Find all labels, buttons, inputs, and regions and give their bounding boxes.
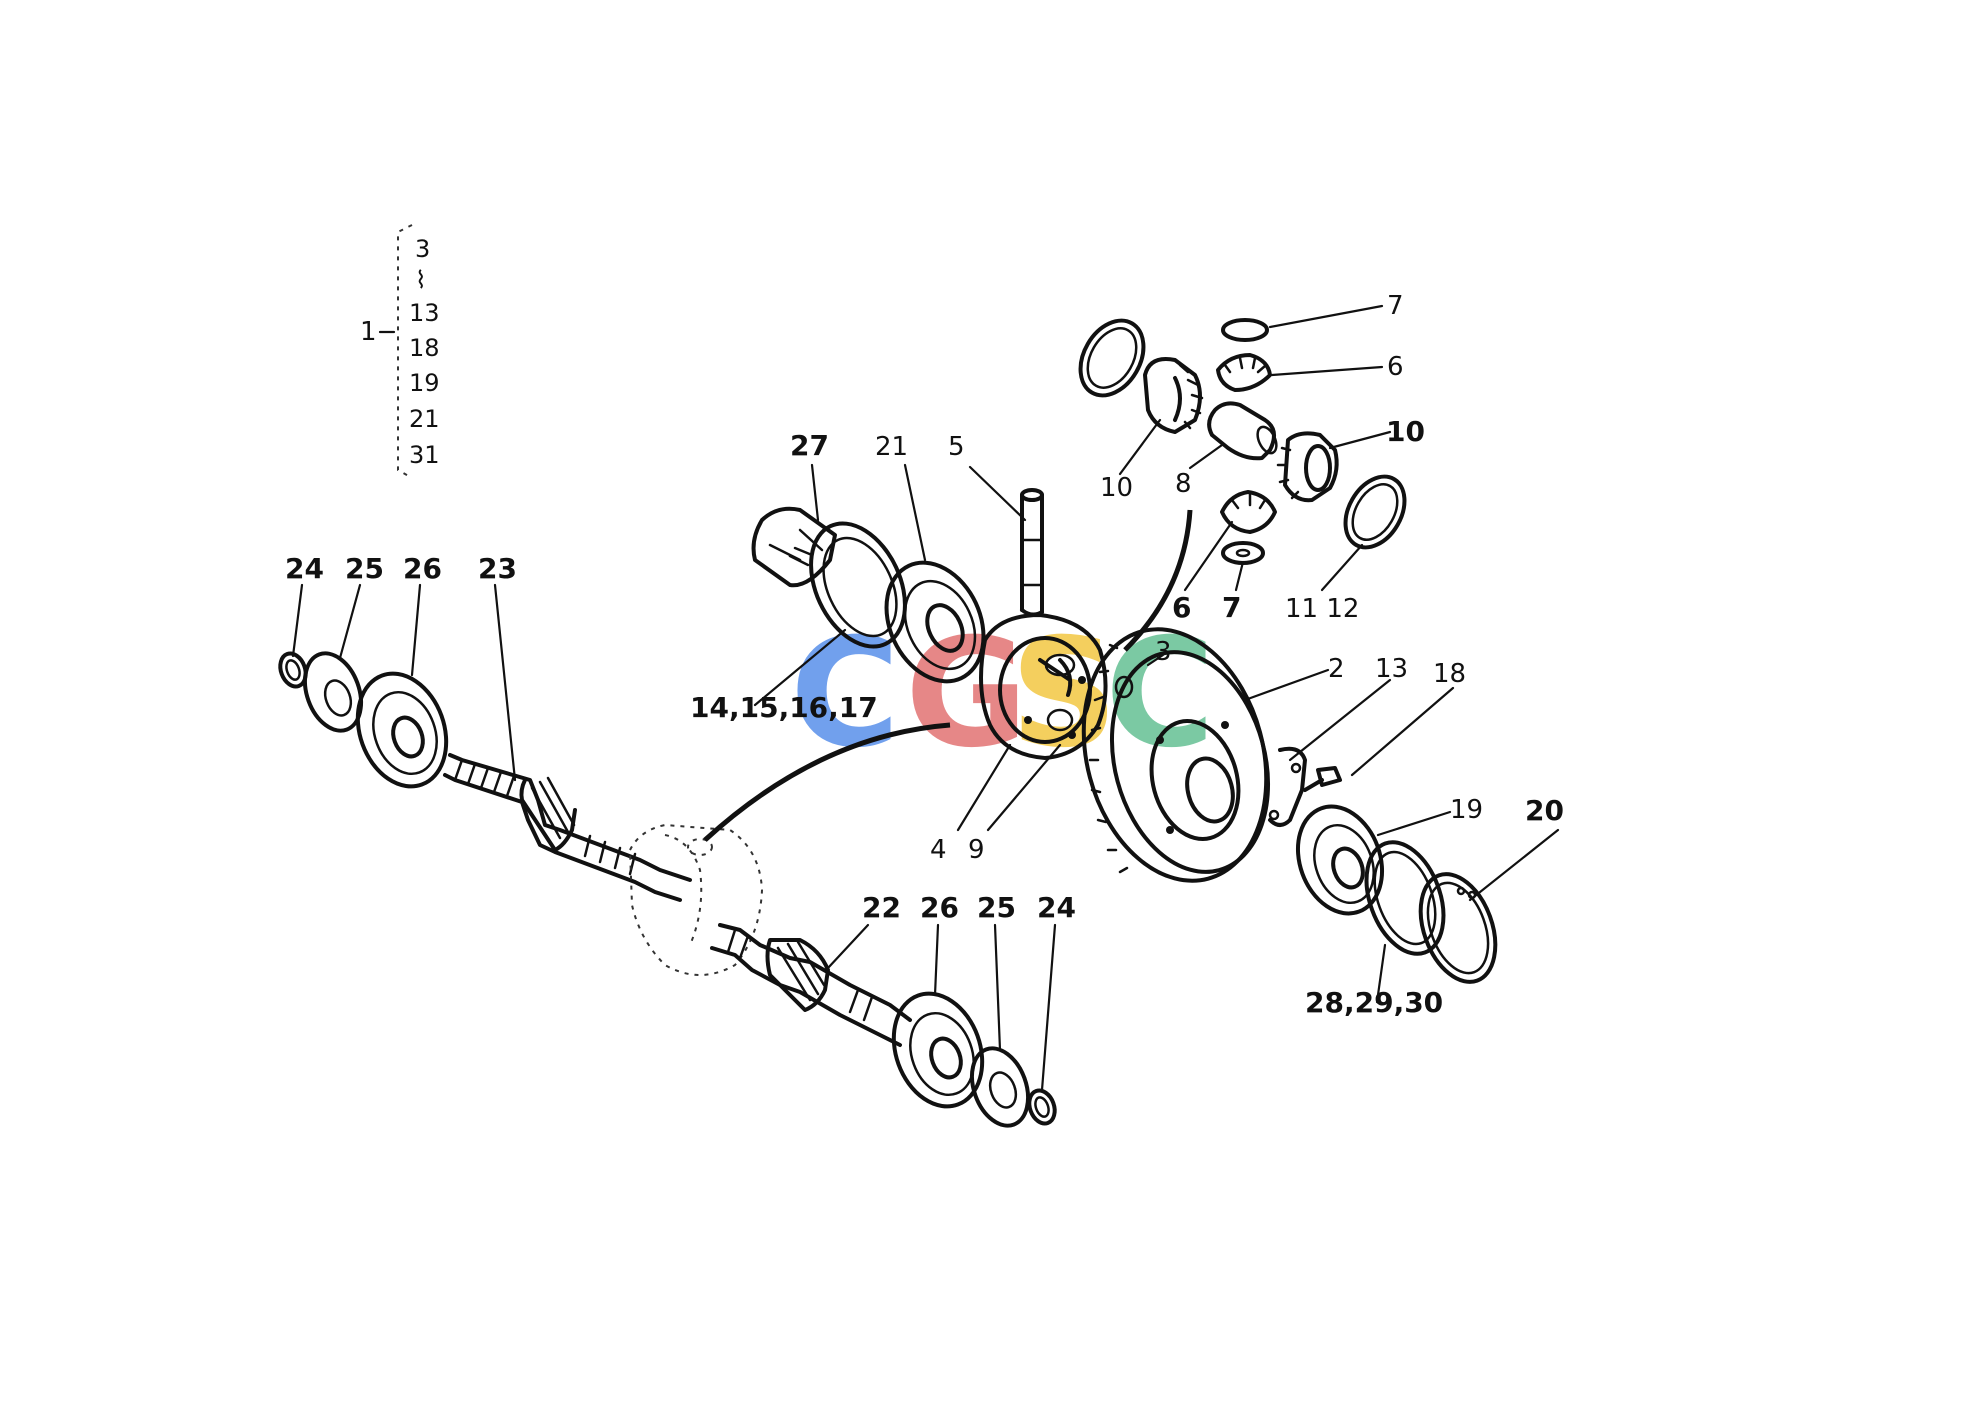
callout-23: 23 xyxy=(478,552,517,585)
callout-labels: 7 6 10 10 8 6 7 11 12 27 21 5 14,15,16,1… xyxy=(285,291,1564,1019)
assembly-component-5: 19 xyxy=(409,369,440,397)
callout-27: 27 xyxy=(790,429,829,462)
assembly-group-legend: 1 3 ⌇ 13 18 19 21 31 xyxy=(360,224,440,479)
assembly-component-2: ⌇ xyxy=(415,266,427,294)
right-carrier-bearing-group xyxy=(1295,804,1498,984)
callout-26-right: 26 xyxy=(920,891,959,924)
side-gear-cluster xyxy=(1078,318,1407,565)
assembly-component-1: 3 xyxy=(415,235,430,263)
assembly-arrow-lower xyxy=(703,722,951,842)
retaining-bracket-part xyxy=(1268,746,1307,827)
assembly-component-4: 18 xyxy=(409,334,440,362)
callout-10-left: 10 xyxy=(1100,473,1133,503)
pinion-gear-top xyxy=(1216,353,1272,392)
cross-pin-part xyxy=(1020,493,1044,614)
callout-6-mid: 6 xyxy=(1172,591,1191,624)
thrust-washer-part xyxy=(302,651,364,733)
pinion-gear-lower xyxy=(1220,490,1277,534)
side-gear-shim-right xyxy=(1343,474,1407,550)
callout-9: 9 xyxy=(968,835,985,865)
ball-bearing-part xyxy=(355,671,449,789)
callout-25-right: 25 xyxy=(977,891,1016,924)
assembly-component-6: 21 xyxy=(409,405,440,433)
callout-20: 20 xyxy=(1525,794,1564,827)
callout-24-right: 24 xyxy=(1037,891,1076,924)
callout-7-mid: 7 xyxy=(1222,591,1241,624)
callout-11-12: 11 12 xyxy=(1285,594,1359,624)
bolt-part-18 xyxy=(1303,766,1342,792)
callout-4: 4 xyxy=(930,835,947,865)
callout-6-top: 6 xyxy=(1387,352,1404,382)
callout-5: 5 xyxy=(948,432,965,462)
callout-8: 8 xyxy=(1175,469,1192,499)
callout-14-15-16-17: 14,15,16,17 xyxy=(690,691,878,724)
crown-wheel xyxy=(1081,627,1342,883)
callout-21: 21 xyxy=(875,432,908,462)
pinion-washer-lower xyxy=(1221,541,1265,565)
callout-19: 19 xyxy=(1450,795,1483,825)
callout-22: 22 xyxy=(862,891,901,924)
callout-24-left: 24 xyxy=(285,552,324,585)
pinion-washer-top xyxy=(1221,318,1269,342)
callout-26-left: 26 xyxy=(403,552,442,585)
watermark-letter-c2: C xyxy=(1105,607,1215,781)
left-shaft-assembly xyxy=(278,651,692,902)
circlip-part xyxy=(278,651,308,689)
carrier-bearing-part xyxy=(884,560,986,684)
callout-7-top: 7 xyxy=(1387,291,1404,321)
leader-lines xyxy=(291,304,1560,1092)
left-output-shaft-part xyxy=(448,753,692,882)
right-thrust-washer-part xyxy=(969,1046,1031,1128)
right-circlip-ring-part xyxy=(1418,872,1498,984)
differential-case-part xyxy=(979,613,1108,760)
right-ball-bearing-part xyxy=(891,991,985,1109)
callout-18: 18 xyxy=(1433,659,1466,689)
shim-ring-part xyxy=(809,521,907,649)
assembly-component-7: 31 xyxy=(409,441,440,469)
right-circlip-part xyxy=(1027,1088,1057,1126)
callout-10-right: 10 xyxy=(1386,415,1425,448)
callout-28-29-30: 28,29,30 xyxy=(1305,986,1443,1019)
callout-13: 13 xyxy=(1375,654,1408,684)
assembly-arrow-upper xyxy=(1123,509,1193,652)
assembly-main-number: 1 xyxy=(360,317,377,347)
watermark-letter-g: G xyxy=(905,607,1028,781)
callout-3: 3 xyxy=(1155,637,1172,667)
assembly-component-3: 13 xyxy=(409,299,440,327)
right-output-shaft-part xyxy=(718,923,912,1022)
side-gear-shim-left xyxy=(1078,318,1146,398)
right-shaft-assembly xyxy=(710,923,1057,1128)
differential-housing-outline xyxy=(628,823,764,976)
callout-25-left: 25 xyxy=(345,552,384,585)
spider-shaft-part xyxy=(1207,401,1276,461)
callout-2: 2 xyxy=(1328,654,1345,684)
